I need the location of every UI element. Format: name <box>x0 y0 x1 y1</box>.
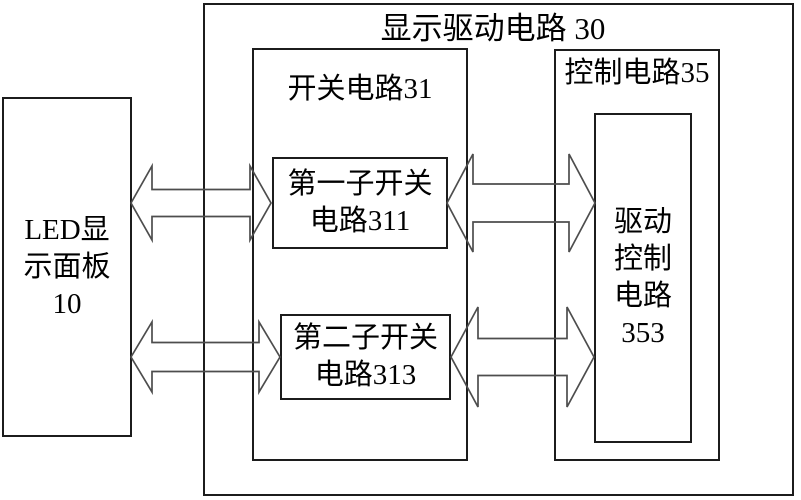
display-drive-circuit-box <box>203 3 794 496</box>
first-sub-switch-line-1: 第一子开关 <box>287 168 433 200</box>
led-display-panel-box <box>2 97 132 437</box>
second-sub-switch-line-1: 第二子开关 <box>292 322 438 354</box>
led-panel-line-1: LED显 <box>24 213 110 246</box>
drive-control-circuit-box <box>594 113 692 443</box>
first-sub-switch-line-2: 电路311 <box>309 205 411 237</box>
led-panel-line-3: 10 <box>52 287 82 320</box>
drive-control-line-4: 353 <box>621 317 665 349</box>
control-circuit-box <box>554 49 720 461</box>
control-circuit-label: 控制电路35 <box>564 57 710 89</box>
switch-circuit-box <box>252 48 468 461</box>
switch-circuit-label: 开关电路31 <box>287 73 433 105</box>
second-sub-switch-line-2: 电路313 <box>314 359 417 391</box>
first-sub-switch-label: 第一子开关 电路311 <box>272 157 448 249</box>
second-sub-switch-circuit-box <box>280 314 451 400</box>
drive-control-line-3: 电路 <box>613 280 672 312</box>
diagram-title: 显示驱动电路 30 <box>380 11 606 46</box>
led-panel-line-2: 示面板 <box>23 250 111 283</box>
second-sub-switch-label: 第二子开关 电路313 <box>280 314 451 400</box>
led-display-panel-label: LED显 示面板 10 <box>2 97 132 437</box>
drive-control-label: 驱动 控制 电路 353 <box>594 113 692 443</box>
drive-control-line-1: 驱动 <box>613 206 672 238</box>
drive-control-line-2: 控制 <box>613 243 672 275</box>
